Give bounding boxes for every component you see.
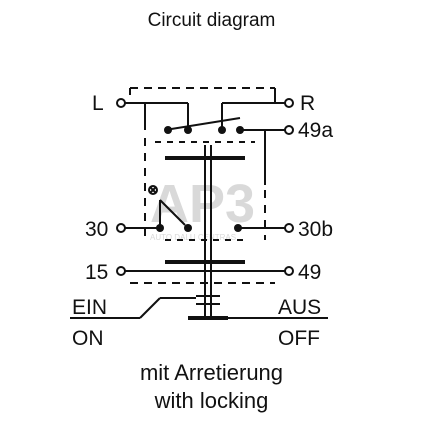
- switch-off-label: OFF: [278, 327, 320, 350]
- contact-dot: [184, 224, 192, 232]
- switch-ein-label: EIN: [72, 296, 107, 319]
- terminal-49a-label: 49a: [298, 119, 333, 142]
- lamp-symbol: [148, 185, 158, 195]
- terminal-49a-circle: [284, 125, 294, 135]
- terminal-R-circle: [284, 98, 294, 108]
- contact-dot: [184, 126, 192, 134]
- terminal-30-label: 30: [85, 218, 108, 241]
- terminal-49-label: 49: [298, 261, 321, 284]
- contact-30-arm: [159, 199, 186, 226]
- ein-pointer: [139, 297, 161, 319]
- terminal-15-circle: [116, 266, 126, 276]
- watermark-logo-text: AP3: [150, 174, 255, 234]
- switch-on-label: ON: [72, 327, 104, 350]
- terminal-L-label: L: [92, 92, 104, 115]
- contact-points: [156, 126, 244, 232]
- contact-dot: [156, 224, 164, 232]
- contact-dot: [236, 126, 244, 134]
- switch-aus-label: AUS: [278, 296, 321, 319]
- lamp-cross-2: [149, 186, 157, 194]
- terminal-15-label: 15: [85, 261, 108, 284]
- terminal-49-circle: [284, 266, 294, 276]
- upper-contact-arm: [164, 117, 241, 131]
- terminal-30b-label: 30b: [298, 218, 333, 241]
- terminal-L-circle: [116, 98, 126, 108]
- terminal-30b-circle: [284, 223, 294, 233]
- caption-line-english: with locking: [154, 388, 269, 413]
- watermark-subtitle: AUTO DALU CENTRAS: [150, 233, 236, 242]
- terminal-30-circle: [116, 223, 126, 233]
- caption-line-german: mit Arretierung: [139, 360, 284, 385]
- terminal-R-label: R: [300, 92, 315, 115]
- watermark-logo: AP3 AUTO DALU CENTRAS: [150, 174, 255, 242]
- contact-dot: [218, 126, 226, 134]
- contact-dot: [164, 126, 172, 134]
- contact-dot: [234, 224, 242, 232]
- terminal-circles: [116, 98, 294, 276]
- circuit-wires: [70, 87, 328, 320]
- diagram-title: Circuit diagram: [147, 10, 276, 31]
